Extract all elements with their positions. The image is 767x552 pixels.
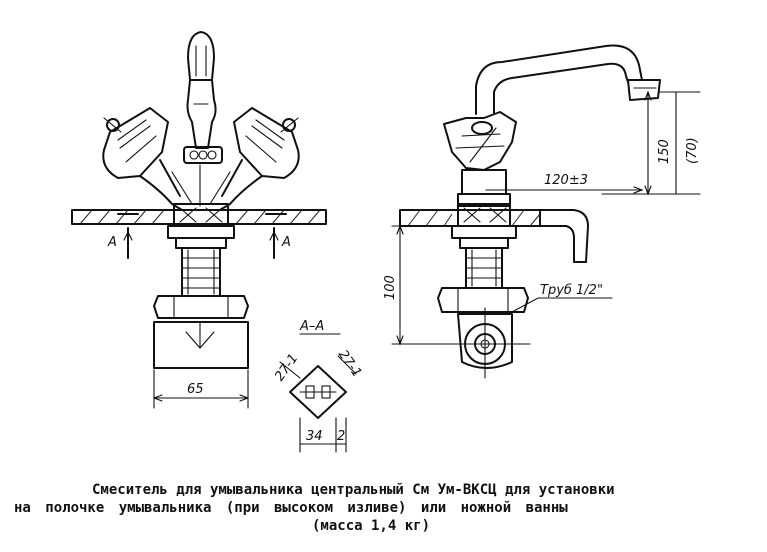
side-view: 150 (70) 120±3 100 Труб 1/2" — [383, 44, 701, 379]
section-title: А–А — [299, 319, 324, 334]
section-mark-right: А — [281, 235, 291, 250]
dim-27-right: 27-1 — [335, 347, 364, 380]
faucet-technical-drawing: А А 65 А–А 27-1 27-1 34 — [71, 31, 701, 453]
dim-height-150: 150 — [657, 139, 672, 164]
dim-height-70: (70) — [685, 137, 700, 164]
dim-reach: 120±3 — [544, 173, 588, 188]
dim-2: 2 — [337, 429, 345, 444]
front-view: А А 65 — [71, 31, 327, 409]
section-a-a: А–А 27-1 27-1 34 2 — [272, 319, 364, 453]
dim-height-100: 100 — [383, 275, 398, 300]
dim-width-65: 65 — [187, 382, 204, 397]
caption-line-3: (масса 1,4 кг) — [312, 518, 431, 534]
pipe-label: Труб 1/2" — [540, 283, 603, 298]
caption-line-1: Смеситель для умывальника центральный См… — [92, 482, 615, 498]
caption-line-2: на полочке умывальника (при высоком изли… — [14, 500, 568, 516]
section-mark-left: А — [107, 235, 117, 250]
dim-27-left: 27-1 — [272, 351, 301, 384]
dim-34: 34 — [306, 429, 323, 444]
